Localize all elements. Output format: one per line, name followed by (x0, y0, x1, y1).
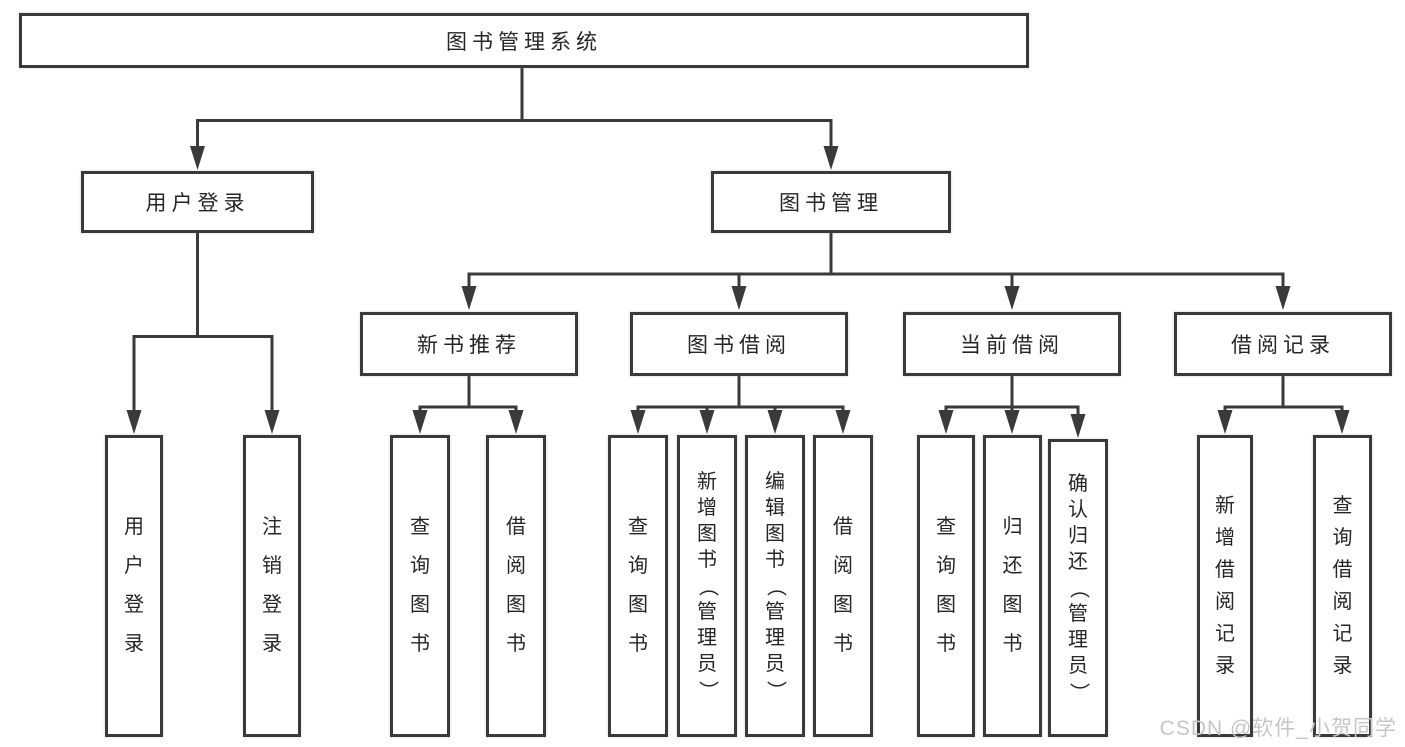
node-cur-confirm-return-admin: 确认归还（管理员） (1048, 439, 1108, 737)
arrow-current-borrow (1004, 286, 1020, 310)
node-book-management-label: 图书管理 (779, 192, 883, 215)
connector-book-borrow-branch (636, 376, 845, 414)
arrow-bw-query (630, 410, 646, 434)
node-bw-query-books: 查询图书 (608, 435, 668, 737)
arrow-user-login-leaf (126, 410, 142, 434)
node-nb-borrow-books-label: 借阅图书 (506, 516, 526, 655)
node-user-login-leaf: 用户登录 (105, 435, 163, 737)
node-root-label: 图书管理系统 (446, 30, 602, 54)
node-bw-borrow-books: 借阅图书 (813, 435, 873, 737)
node-book-borrow: 图书借阅 (630, 312, 848, 376)
arrow-book-management (823, 146, 839, 170)
arrow-nb-query (412, 410, 428, 434)
node-nb-borrow-books: 借阅图书 (486, 435, 546, 737)
arrow-bw-edit (767, 410, 783, 434)
node-nb-query-books: 查询图书 (390, 435, 450, 737)
connector-book-management-branch (467, 233, 1285, 290)
node-bw-edit-books-admin-label: 编辑图书（管理员） (764, 470, 787, 701)
node-cur-confirm-return-admin-label: 确认归还（管理员） (1067, 472, 1090, 703)
node-bw-add-books-admin-label: 新增图书（管理员） (696, 470, 719, 701)
node-cur-return-books: 归还图书 (983, 435, 1042, 737)
node-logout-leaf: 注销登录 (243, 435, 301, 737)
node-book-management: 图书管理 (711, 171, 951, 233)
node-book-borrow-label: 图书借阅 (687, 334, 791, 357)
node-logout-leaf-label: 注销登录 (262, 516, 282, 655)
node-rec-query-record-label: 查询借阅记录 (1332, 494, 1353, 677)
node-current-borrow-label: 当前借阅 (960, 334, 1064, 357)
arrow-user-login (190, 146, 205, 170)
node-borrow-records-label: 借阅记录 (1231, 334, 1335, 357)
connector-borrow-records-branch (1223, 376, 1344, 414)
arrow-logout-leaf (264, 410, 280, 434)
node-root: 图书管理系统 (19, 13, 1029, 68)
arrow-nb-borrow (508, 410, 524, 434)
node-bw-add-books-admin: 新增图书（管理员） (677, 435, 737, 737)
node-bw-edit-books-admin: 编辑图书（管理员） (745, 435, 805, 737)
arrow-rec-add (1217, 410, 1233, 434)
node-cur-query-books: 查询图书 (917, 435, 975, 737)
node-cur-return-books-label: 归还图书 (1002, 516, 1023, 655)
arrow-cur-query (938, 410, 954, 434)
node-new-book-recommend-label: 新书推荐 (417, 334, 521, 357)
node-bw-query-books-label: 查询图书 (628, 516, 648, 655)
arrow-book-borrow (731, 286, 747, 310)
arrow-new-book-recommend (461, 286, 477, 310)
connector-root-to-level2 (196, 68, 833, 150)
node-nb-query-books-label: 查询图书 (410, 516, 430, 655)
node-cur-query-books-label: 查询图书 (936, 516, 956, 655)
arrow-bw-borrow (835, 410, 851, 434)
node-user-login-leaf-label: 用户登录 (124, 516, 144, 655)
arrow-cur-confirm (1070, 414, 1086, 438)
node-bw-borrow-books-label: 借阅图书 (833, 516, 853, 655)
arrow-borrow-records (1275, 286, 1291, 310)
arrow-cur-return (1004, 410, 1020, 434)
arrow-rec-query (1334, 410, 1350, 434)
node-new-book-recommend: 新书推荐 (360, 312, 578, 376)
arrow-bw-add (699, 410, 715, 434)
connector-user-login-branch (132, 233, 274, 414)
node-current-borrow: 当前借阅 (903, 312, 1121, 376)
node-user-login: 用户登录 (81, 171, 314, 233)
node-rec-add-record: 新增借阅记录 (1197, 435, 1253, 737)
node-borrow-records: 借阅记录 (1174, 312, 1392, 376)
csdn-watermark: CSDN @软件_小贺同学 (1159, 717, 1397, 740)
connector-new-book-branch (418, 376, 518, 414)
node-rec-add-record-label: 新增借阅记录 (1215, 494, 1235, 677)
node-rec-query-record: 查询借阅记录 (1313, 435, 1372, 737)
node-user-login-label: 用户登录 (145, 192, 250, 215)
